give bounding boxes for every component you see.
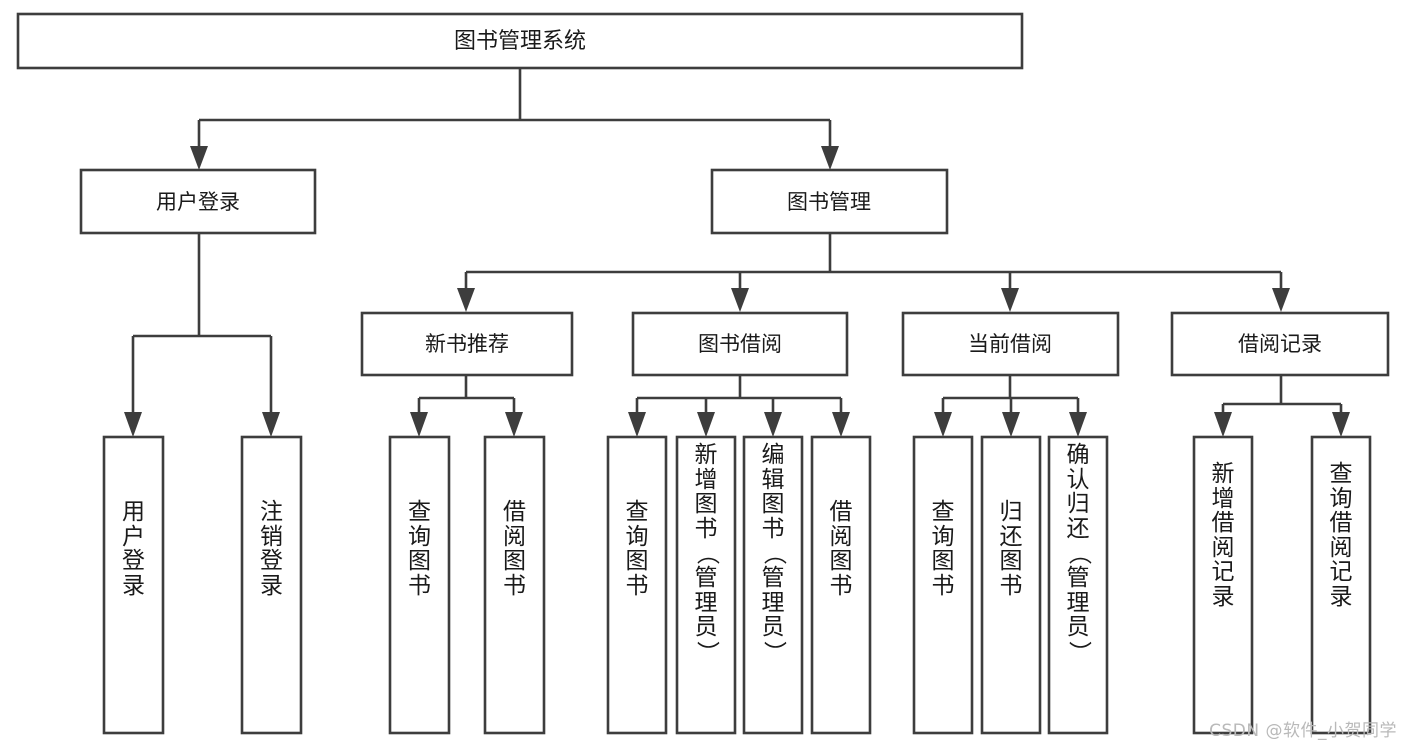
arrow-head-userlogin [190, 146, 208, 170]
node-book-borrow-label: 图书借阅 [698, 332, 782, 356]
node-user-login-label: 用户登录 [156, 190, 240, 214]
arrow-head-rec-query [1332, 412, 1350, 437]
leaf-box-logout[interactable] [240, 435, 303, 735]
leaf-box-bw-add-book[interactable] [675, 435, 737, 735]
node-root-box[interactable] [16, 12, 1024, 70]
leaf-box-bw-search-book[interactable] [606, 435, 668, 735]
node-book-management-box[interactable] [710, 168, 949, 235]
csdn-watermark: CSDN @软件_小贺同学 [1209, 721, 1397, 741]
connector-group [124, 68, 1350, 437]
node-current-borrow[interactable]: 当前借阅 [901, 311, 1120, 377]
node-new-book-recommend[interactable]: 新书推荐 [360, 311, 574, 377]
arrow-head-nb-search [410, 412, 428, 437]
node-current-borrow-box[interactable] [901, 311, 1120, 377]
node-user-login-box[interactable] [79, 168, 317, 235]
arrow-head-bw-edit [764, 412, 782, 437]
arrow-head-current [1001, 288, 1019, 312]
arrow-head-bookmgmt [821, 146, 839, 170]
arrow-head-bw-search [628, 412, 646, 437]
node-new-book-recommend-box[interactable] [360, 311, 574, 377]
leaf-box-cb-return-book[interactable] [980, 435, 1042, 735]
arrow-head-cb-return [1002, 412, 1020, 437]
node-book-management-label: 图书管理 [787, 190, 871, 214]
leaf-box-nb-search-book[interactable] [388, 435, 451, 735]
arrow-head-borrow [731, 288, 749, 312]
node-book-borrow-box[interactable] [631, 311, 849, 377]
arrow-head-bw-add [697, 412, 715, 437]
node-root[interactable]: 图书管理系统 [16, 12, 1024, 70]
arrow-head-record [1272, 288, 1290, 312]
node-borrow-record[interactable]: 借阅记录 [1170, 311, 1390, 377]
leaf-box-cb-search-book[interactable] [912, 435, 974, 735]
leaf-box-nb-borrow-book[interactable] [483, 435, 546, 735]
node-borrow-record-box[interactable] [1170, 311, 1390, 377]
arrow-head-newbook [457, 288, 475, 312]
node-borrow-record-label: 借阅记录 [1238, 332, 1322, 356]
arrow-head-bw-borrow [832, 412, 850, 437]
arrow-head-leaf-user-login [124, 412, 142, 437]
arrow-head-leaf-logout [262, 412, 280, 437]
leaf-box-rec-query-record[interactable] [1310, 435, 1372, 735]
arrow-head-nb-borrow [505, 412, 523, 437]
node-new-book-recommend-label: 新书推荐 [425, 332, 509, 356]
node-book-borrow[interactable]: 图书借阅 [631, 311, 849, 377]
leaf-box-cb-confirm-return[interactable] [1047, 435, 1109, 735]
node-user-login[interactable]: 用户登录 [79, 168, 317, 235]
node-book-management[interactable]: 图书管理 [710, 168, 949, 235]
node-current-borrow-label: 当前借阅 [968, 332, 1052, 356]
arrow-head-cb-search [934, 412, 952, 437]
arrow-head-rec-add [1214, 412, 1232, 437]
leaf-box-rec-add-record[interactable] [1192, 435, 1254, 735]
leaf-box-bw-edit-book[interactable] [742, 435, 804, 735]
leaf-box-user-login[interactable] [102, 435, 165, 735]
leaf-box-bw-borrow-book[interactable] [810, 435, 872, 735]
node-root-label: 图书管理系统 [454, 29, 586, 54]
arrow-head-cb-confirm [1069, 412, 1087, 437]
